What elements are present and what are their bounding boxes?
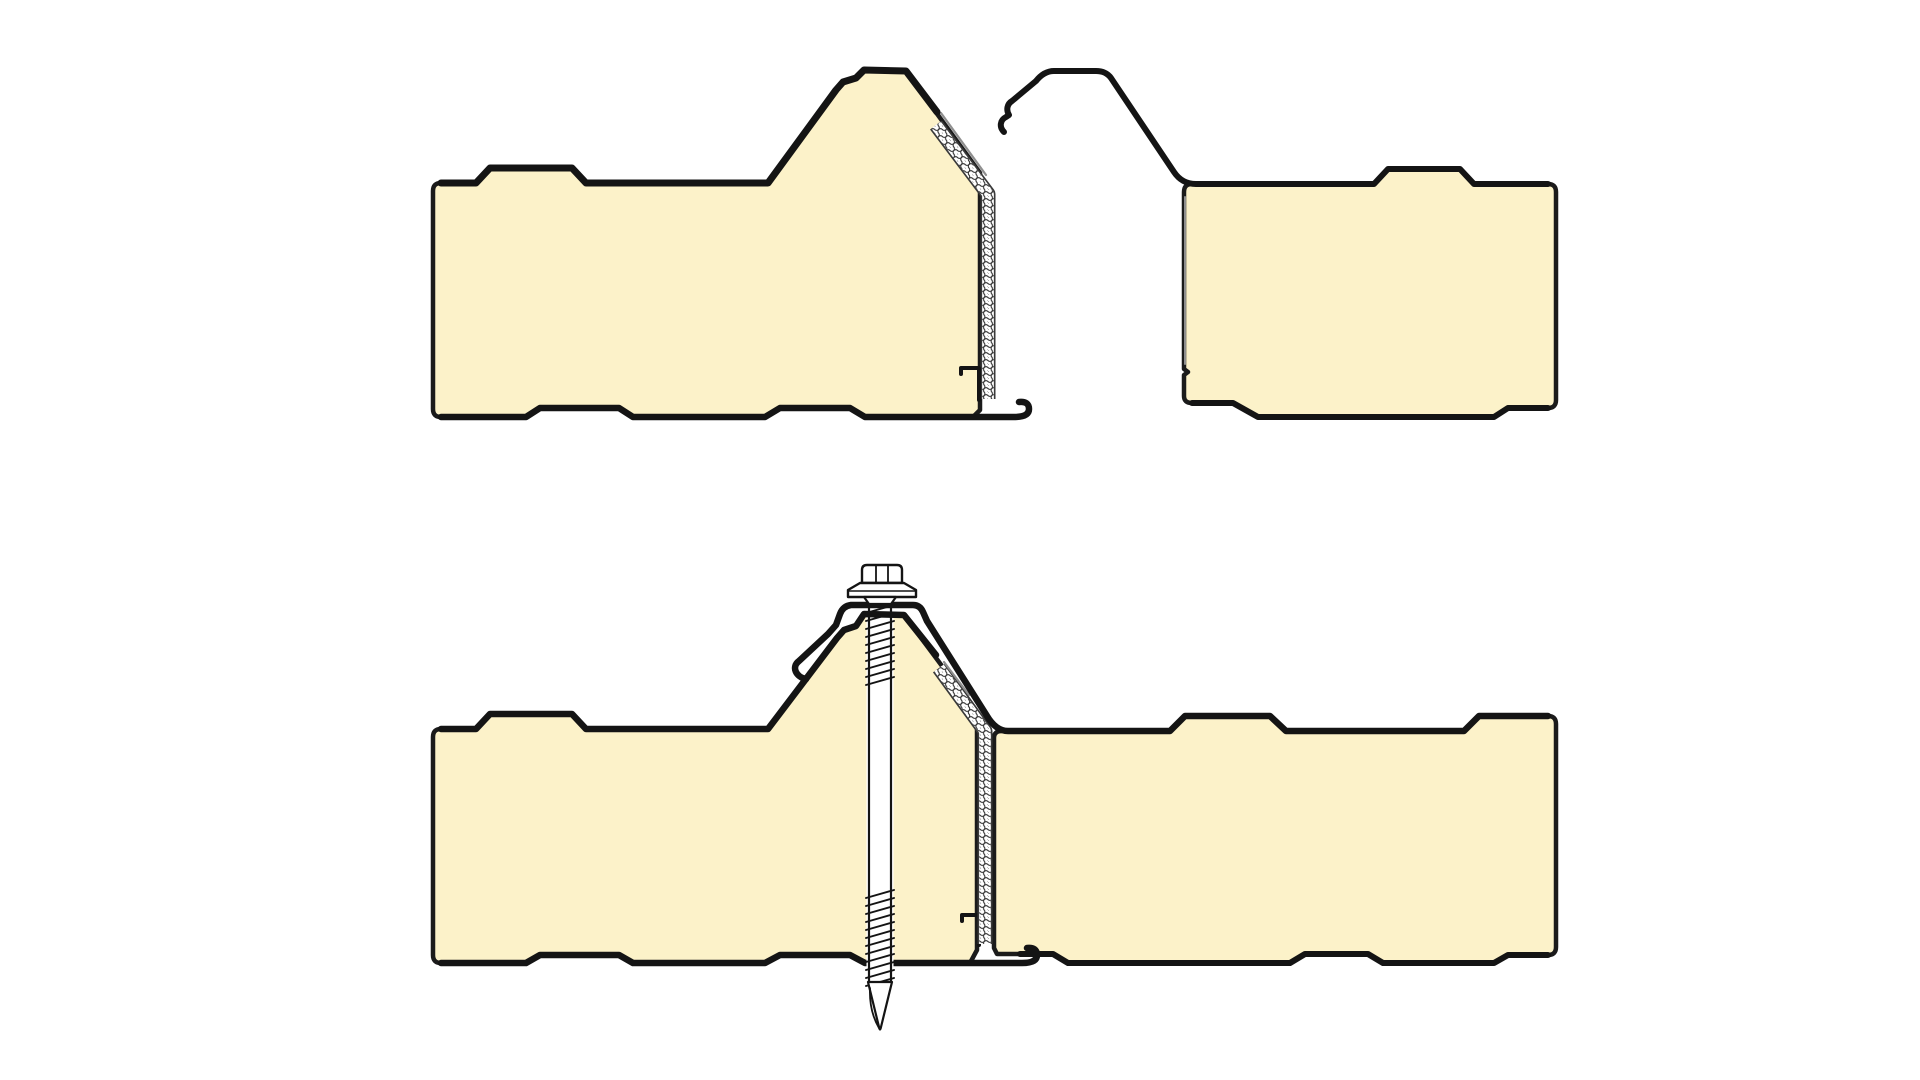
screw-sealing-washer (846, 581, 918, 599)
right-panel-foam (991, 713, 1559, 966)
left-panel-top-sheet (437, 66, 941, 187)
left-panel-edge-hem (959, 366, 981, 402)
screw-shank-edges (867, 600, 893, 984)
left-panel-top-sheet (437, 610, 940, 733)
right-panel-bottom-sheet (1017, 951, 1551, 966)
right-panel-overlap-rib-sheet (997, 68, 1551, 187)
screw-thread-upper (865, 604, 895, 686)
right-panel-overlap-rib-sheet (791, 601, 1552, 735)
left-panel-foam (430, 67, 983, 420)
cut-edge-gray-line (942, 660, 971, 697)
right-panel-foam (1181, 166, 1559, 420)
figure-assembled-joint (430, 563, 1559, 1031)
cut-edge-gray-line (939, 111, 988, 177)
screw-hex-head (860, 563, 904, 585)
sealant-strip-honeycomb (934, 664, 991, 944)
screw-thread-lower (865, 889, 895, 987)
screw-hex-head-facets (875, 565, 889, 584)
right-panel-bottom-sheet (1189, 400, 1551, 420)
left-panel-foam (430, 611, 980, 966)
left-panel-bottom-sheet (437, 944, 1041, 967)
screw-tip-flute (869, 987, 880, 1029)
sealant-strip-honeycomb (931, 121, 994, 399)
screw-rubber-seal (862, 595, 898, 606)
left-panel-bottom-sheet (437, 398, 1033, 421)
figure-separated-panels (430, 66, 1559, 421)
